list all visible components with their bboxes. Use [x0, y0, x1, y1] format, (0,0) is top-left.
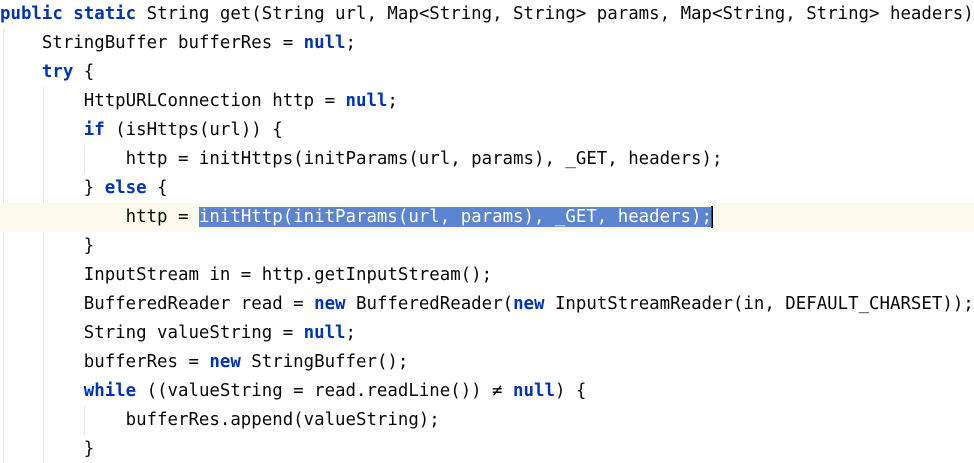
code-token: ;	[387, 91, 398, 111]
code-token: {	[146, 178, 168, 198]
code-line[interactable]: InputStream in = http.getInputStream();	[0, 261, 974, 290]
code-line[interactable]: }	[0, 435, 974, 463]
code-token: http = initHttps(initParams(url, params)…	[0, 149, 723, 169]
indent-guide	[84, 406, 85, 435]
code-token: ((valueString = read.readLine()) ≠	[136, 381, 514, 401]
code-token: }	[0, 236, 95, 256]
code-token: ;	[345, 323, 357, 343]
code-line[interactable]: http = initHttps(initParams(url, params)…	[0, 145, 974, 174]
code-line[interactable]: bufferRes = new StringBuffer();	[0, 348, 974, 377]
code-line[interactable]: bufferRes.append(valueString);	[0, 406, 974, 435]
code-token: http =	[0, 207, 199, 227]
code-token: String valueString =	[0, 323, 304, 343]
code-token: BufferedReader(	[345, 294, 514, 314]
code-keyword: new	[513, 294, 545, 314]
code-token: HttpURLConnection http =	[0, 91, 346, 111]
code-line[interactable]: }	[0, 232, 974, 261]
code-keyword: null	[303, 323, 346, 343]
code-keyword: if	[83, 120, 105, 140]
code-token: ) {	[554, 381, 587, 401]
code-token: String get(String url, Map<String, Strin…	[136, 4, 974, 24]
code-token: }	[0, 439, 95, 459]
code-token: bufferRes.append(valueString);	[0, 410, 440, 430]
code-token: {	[73, 62, 95, 82]
code-token: InputStream in = http.getInputStream();	[0, 265, 493, 285]
code-keyword: null	[513, 381, 555, 401]
code-keyword: new	[209, 352, 241, 372]
code-token: (isHttps(url)) {	[104, 120, 283, 140]
code-line[interactable]: StringBuffer bufferRes = null;	[0, 29, 974, 58]
code-line[interactable]: if (isHttps(url)) {	[0, 116, 974, 145]
code-token	[0, 62, 42, 82]
code-token: BufferedReader read =	[0, 294, 315, 314]
code-line[interactable]: try {	[0, 58, 974, 87]
code-line[interactable]: while ((valueString = read.readLine()) ≠…	[0, 377, 974, 406]
code-token	[0, 120, 84, 140]
code-token: bufferRes =	[0, 352, 210, 372]
text-caret	[710, 206, 713, 228]
indent-guide	[84, 145, 85, 174]
code-line[interactable]: public static String get(String url, Map…	[0, 0, 974, 29]
code-keyword: while	[83, 381, 137, 401]
indent-guide	[43, 87, 44, 463]
code-selection: initHttp(initParams(url, params), _GET, …	[198, 207, 712, 227]
code-keyword: new	[314, 294, 346, 314]
code-line[interactable]: String valueString = null;	[0, 319, 974, 348]
code-line[interactable]: } else {	[0, 174, 974, 203]
code-line-current[interactable]: http = initHttp(initParams(url, params),…	[0, 203, 974, 232]
code-line[interactable]: BufferedReader read = new BufferedReader…	[0, 290, 974, 319]
code-token	[0, 381, 84, 401]
code-token: ;	[345, 33, 357, 53]
code-token: InputStreamReader(in, DEFAULT_CHARSET));	[544, 294, 974, 314]
code-token: }	[0, 178, 105, 198]
code-token: StringBuffer();	[240, 352, 409, 372]
indent-guide	[3, 29, 4, 463]
code-keyword: public static	[0, 4, 137, 24]
code-keyword: null	[303, 33, 346, 53]
code-keyword: null	[345, 91, 388, 111]
code-keyword: try	[41, 62, 74, 82]
code-keyword: else	[104, 178, 147, 198]
code-line[interactable]: HttpURLConnection http = null;	[0, 87, 974, 116]
code-token: StringBuffer bufferRes =	[0, 33, 304, 53]
